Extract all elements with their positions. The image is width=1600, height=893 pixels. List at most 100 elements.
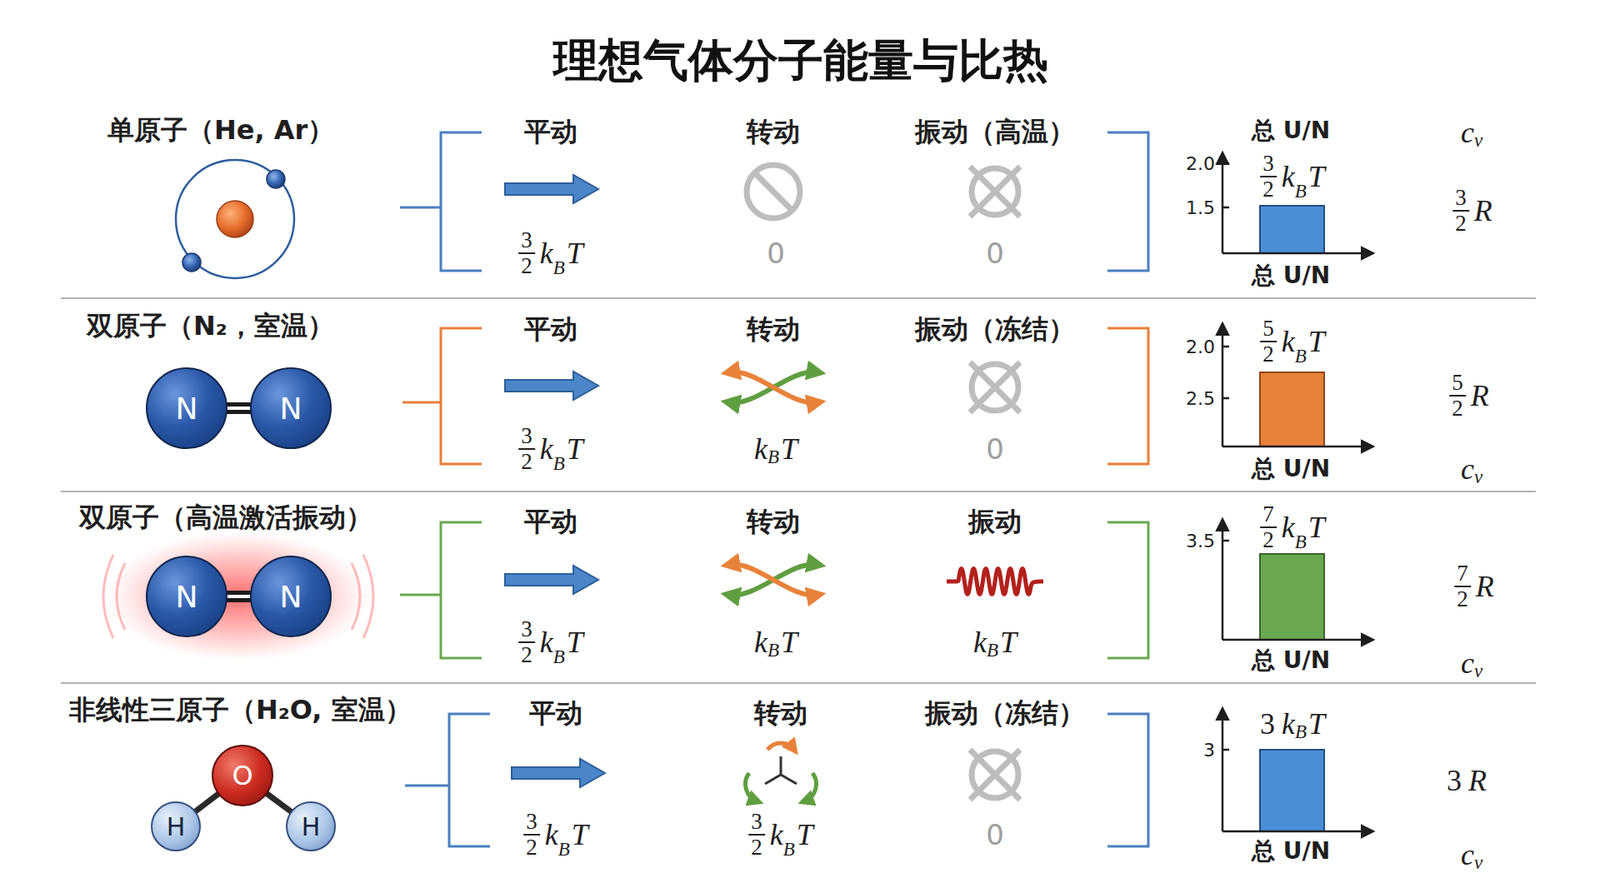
atom-symbol: N xyxy=(280,580,303,615)
subscript: B xyxy=(986,640,999,662)
numerator: 3 xyxy=(518,229,535,253)
denominator: 2 xyxy=(1449,395,1466,420)
tick-label: 2.5 xyxy=(1185,388,1215,410)
energy-formula: kBT xyxy=(754,625,798,660)
symbol-c: c xyxy=(1460,645,1475,681)
symbol-k: k xyxy=(1281,706,1295,742)
mode-heading: 转动 xyxy=(754,695,808,733)
cv-symbol: cv xyxy=(1460,451,1485,487)
heat-capacity: 52R xyxy=(1449,371,1490,420)
symbol-k: k xyxy=(540,625,554,660)
mode-heading: 转动 xyxy=(754,695,808,733)
mode-heading: 振动（高温） xyxy=(915,114,1075,151)
mode-heading: 转动 xyxy=(746,114,800,151)
tick-label: 3.5 xyxy=(1185,530,1215,552)
row-separator xyxy=(60,298,1536,684)
zero-value: 0 xyxy=(985,432,1005,466)
tick-label: 3 xyxy=(1203,740,1215,761)
atom-symbol: N xyxy=(280,391,303,426)
cv-symbol: cv xyxy=(1460,115,1485,150)
mode-heading: 振动 xyxy=(968,504,1022,541)
symbol-t: T xyxy=(566,235,584,271)
atom-node: H xyxy=(150,801,201,852)
tick-label: 2.0 xyxy=(1185,336,1215,358)
energy-formula: 32kBT xyxy=(748,810,814,860)
symbol-k: k xyxy=(973,625,987,660)
row-heading: 非线性三原子（H₂O, 室温） xyxy=(69,692,412,730)
energy-formula: 32kBT xyxy=(518,229,584,278)
subscript: v xyxy=(1474,660,1483,683)
glow-arcs xyxy=(103,555,374,639)
symbol-t: T xyxy=(1308,510,1325,545)
denominator: 2 xyxy=(1452,210,1470,235)
mode-heading: 振动（冻结） xyxy=(925,695,1085,733)
mode-heading: 转动 xyxy=(746,504,800,541)
tick-label: 2.5 xyxy=(1185,388,1215,410)
atom-symbol: N xyxy=(175,391,199,426)
energy-formula: 3kBT xyxy=(1260,706,1325,742)
mode-heading: 平动 xyxy=(524,114,578,151)
energy-formula: kBT xyxy=(973,625,1017,660)
symbol-c: c xyxy=(1460,451,1475,487)
symbol-t: T xyxy=(571,817,589,853)
subscript: B xyxy=(1295,721,1307,744)
denominator: 2 xyxy=(1454,585,1471,611)
subscript: B xyxy=(553,453,565,475)
symbol-t: T xyxy=(796,817,814,853)
subscript: v xyxy=(1474,852,1483,875)
axis-label: 总 U/N xyxy=(1251,835,1330,868)
mode-heading: 平动 xyxy=(529,695,583,733)
fraction: 32 xyxy=(518,618,535,667)
axis-label: 总 U/N xyxy=(1251,835,1330,868)
numerator: 3 xyxy=(518,618,535,642)
cv-symbol: cv xyxy=(1460,837,1485,873)
denominator: 2 xyxy=(523,834,540,860)
double-bond-gap xyxy=(225,595,252,599)
numerator: 3 xyxy=(523,810,540,835)
zero-value: 0 xyxy=(985,432,1005,466)
denominator: 2 xyxy=(1260,340,1277,366)
symbol-t: T xyxy=(780,431,798,467)
heat-capacity: 3R xyxy=(1446,763,1487,799)
symbol-t: T xyxy=(780,625,798,660)
atom-illustration xyxy=(175,160,295,279)
zero-value: 0 xyxy=(985,818,1005,852)
fraction: 52 xyxy=(1449,371,1466,420)
zero-value: 0 xyxy=(766,236,785,270)
atom-symbol: H xyxy=(301,812,321,842)
atom-node: N xyxy=(145,367,228,450)
bond-line xyxy=(225,590,252,603)
row-heading: 双原子（N₂，室温） xyxy=(86,308,335,345)
energy-formula: kBT xyxy=(754,431,798,467)
row-heading: 双原子（高温激活振动） xyxy=(79,500,373,537)
symbol-r: R xyxy=(1475,569,1495,605)
energy-formula: 32kBT xyxy=(523,810,589,860)
axis-label: 总 U/N xyxy=(1251,453,1330,485)
tick-label: 2.0 xyxy=(1185,336,1215,358)
numerator: 7 xyxy=(1260,503,1277,527)
energy-formula: 32kBT xyxy=(518,618,584,667)
mode-heading: 振动（高温） xyxy=(915,114,1075,151)
zero-value: 0 xyxy=(985,818,1005,852)
row-heading: 非线性三原子（H₂O, 室温） xyxy=(69,692,412,730)
translation-arrow xyxy=(505,175,605,788)
energy-formula: 72kBT xyxy=(1260,503,1325,552)
tick-label: 2.0 xyxy=(1185,153,1215,175)
tick-label: 3 xyxy=(1203,740,1215,761)
mode-heading: 平动 xyxy=(524,311,578,349)
symbol-c: c xyxy=(1460,837,1475,873)
rotation-icon xyxy=(728,371,819,802)
denominator: 2 xyxy=(748,834,765,860)
fraction: 32 xyxy=(518,229,535,278)
coefficient: 3 xyxy=(1446,763,1462,799)
subscript: v xyxy=(1474,130,1483,152)
bond-line xyxy=(225,402,252,415)
mode-heading: 转动 xyxy=(746,114,800,151)
symbol-t: T xyxy=(1308,706,1325,742)
denominator: 2 xyxy=(1260,526,1277,552)
numerator: 3 xyxy=(1452,186,1470,210)
symbol-k: k xyxy=(540,235,554,271)
mode-heading: 振动（冻结） xyxy=(915,311,1075,349)
chemical-bond xyxy=(225,596,252,598)
